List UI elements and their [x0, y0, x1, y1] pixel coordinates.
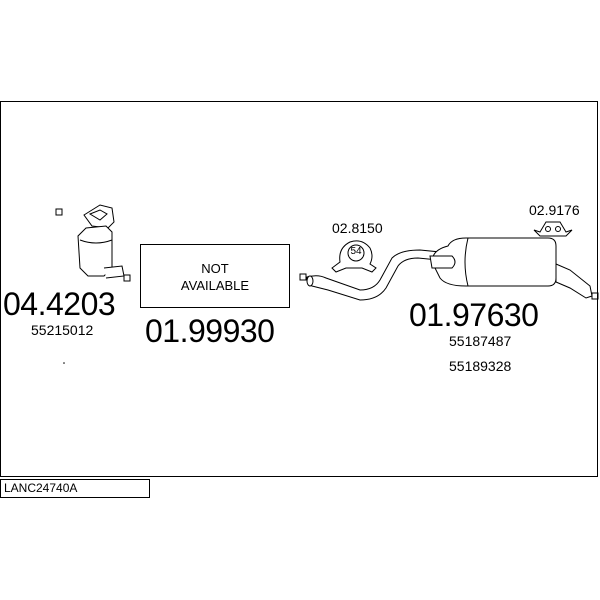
marker-square-pipe — [299, 273, 307, 281]
front-pipe-part-number[interactable]: 01.99930 — [145, 313, 275, 349]
clamp-size-label: 54 — [350, 246, 362, 257]
catalyst-part-number[interactable]: 04.4203 — [3, 286, 116, 322]
rear-silencer-icon — [429, 237, 593, 299]
catalyst-icon — [77, 204, 125, 279]
front-pipe-icon — [306, 249, 441, 301]
marker-square-catalyst-right — [123, 274, 131, 282]
marker-square-end — [591, 292, 599, 300]
not-available-line2: AVAILABLE — [180, 278, 250, 293]
clamp-part-number[interactable]: 02.8150 — [332, 220, 383, 236]
rear-silencer-part-number[interactable]: 01.97630 — [409, 297, 539, 333]
diagram-code-box: LANC24740A — [0, 479, 150, 498]
marker-square-catalyst — [55, 208, 63, 216]
rear-silencer-ref-number-1: 55187487 — [449, 333, 512, 349]
rubber-mount-part-number[interactable]: 02.9176 — [529, 202, 580, 218]
stray-dot — [63, 362, 65, 364]
diagram-frame — [0, 101, 598, 477]
clamp-icon — [331, 240, 377, 273]
rear-silencer-ref-number-2: 55189328 — [449, 358, 512, 374]
not-available-text: NOT AVAILABLE — [141, 260, 289, 294]
not-available-line1: NOT — [201, 261, 229, 276]
catalyst-ref-number: 55215012 — [31, 322, 94, 338]
rubber-mount-icon — [533, 221, 573, 237]
diagram-code: LANC24740A — [4, 481, 78, 495]
not-available-box: NOT AVAILABLE — [140, 244, 290, 308]
